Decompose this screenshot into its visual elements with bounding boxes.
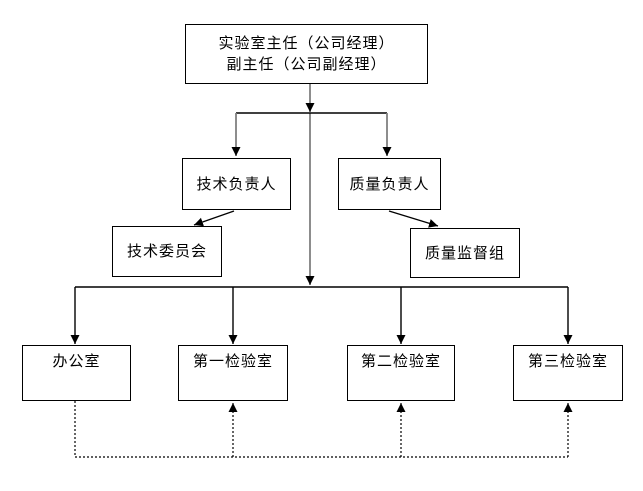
node-lab-director: 实验室主任（公司经理） 副主任（公司副经理） [185, 24, 428, 84]
node-lab-2: 第二检验室 [347, 345, 455, 401]
node-tech-committee-label: 技术委员会 [126, 243, 207, 260]
node-office: 办公室 [22, 345, 131, 401]
node-tech-committee: 技术委员会 [112, 226, 222, 277]
node-lab-director-line1: 实验室主任（公司经理） [218, 35, 395, 52]
node-quality-supervision-label: 质量监督组 [424, 244, 505, 262]
node-lab-1-label: 第一检验室 [192, 353, 273, 370]
node-lab-3-label: 第三检验室 [527, 353, 608, 370]
node-tech-manager: 技术负责人 [182, 158, 291, 210]
node-lab-1: 第一检验室 [178, 345, 288, 401]
diagonal-to-tech-committee [193, 210, 235, 227]
node-tech-manager-label: 技术负责人 [196, 175, 277, 193]
node-quality-supervision: 质量监督组 [410, 228, 520, 278]
node-quality-manager: 质量负责人 [338, 158, 441, 210]
node-lab-3: 第三检验室 [513, 345, 623, 401]
node-lab-director-line2: 副主任（公司副经理） [226, 56, 387, 73]
node-quality-manager-label: 质量负责人 [349, 175, 430, 193]
diagonal-to-quality-supervision [388, 210, 439, 228]
node-office-label: 办公室 [52, 353, 101, 370]
node-lab-2-label: 第二检验室 [360, 353, 441, 370]
